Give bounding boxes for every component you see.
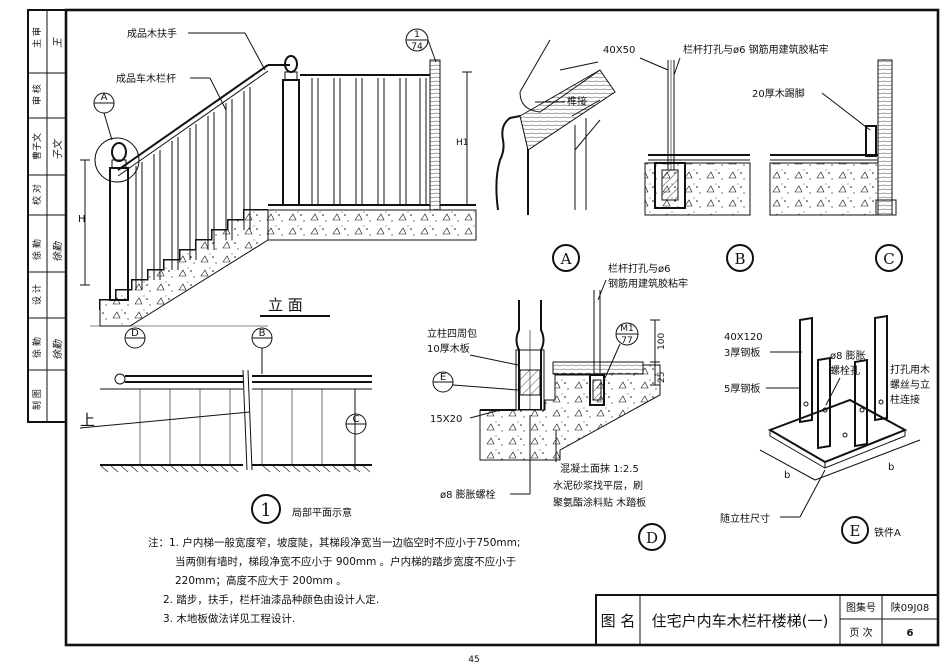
detail-e-plate-5mm: 5厚钢板	[724, 382, 760, 395]
label-baluster: 成品车木栏杆	[116, 72, 176, 85]
elevation-caption: 立 面	[268, 296, 303, 314]
plan-detail-ref-c: C	[353, 414, 360, 425]
strip-role-7: 徐 勤	[31, 337, 43, 358]
detail-a: 榫接 A	[495, 39, 616, 272]
elev-section-ref-num: 1	[414, 30, 420, 40]
plan-caption: 局部平面示意	[292, 506, 352, 519]
note-line-1: 注：1. 户内梯一般宽度窄，坡度陡，其梯段净宽当一边临空时不应小于750mm;	[148, 536, 520, 549]
note-line-2: 当两侧有墙时，梯段净宽不应小于 900mm 。户内梯的踏步宽度不应小于	[175, 555, 516, 568]
notes-block: 注：1. 户内梯一般宽度窄，坡度陡，其梯段净宽当一边临空时不应小于750mm; …	[148, 536, 520, 625]
detail-e-post-size: 随立柱尺寸	[720, 512, 770, 525]
detail-d-ref-m-num: M1	[620, 324, 634, 334]
title-block: 图 名 住宅户内车木栏杆楼梯(一) 图集号 陕09J08 页 次 6	[595, 594, 939, 646]
detail-d-note-top-1: 栏杆打孔与ø6	[608, 262, 670, 275]
stair-elevation: A D 1 74 H H1 成品木扶手 成品车木栏杆 立 面	[78, 27, 477, 349]
title-block-atlas-number: 陕09J08	[891, 601, 929, 614]
strip-role-6: 设 计	[31, 284, 43, 305]
detail-c-label: C	[883, 250, 894, 268]
detail-b: 40X50 栏杆打孔与ø6 钢筋用建筑胶粘牢 B	[603, 43, 829, 272]
detail-e: 40X120 3厚钢板 ø8 膨胀 螺栓孔 打孔用木 螺丝与立 柱连接 5厚钢板…	[720, 314, 930, 544]
sheet-border	[64, 8, 940, 647]
detail-d-ref-m-den: 77	[621, 336, 632, 346]
label-handrail: 成品木扶手	[127, 27, 177, 40]
strip-signature-1: 王	[53, 37, 64, 48]
elev-detail-ref-d: D	[131, 328, 139, 339]
detail-d-dim-25: 25	[657, 372, 667, 383]
detail-e-caption: 铁件A	[874, 526, 901, 539]
detail-d-label: D	[646, 529, 658, 547]
detail-d-bolt: ø8 膨胀螺栓	[440, 488, 496, 501]
strip-signature-7: 徐勤	[52, 339, 64, 360]
detail-e-bolt-2: 螺栓孔	[830, 364, 860, 377]
detail-e-plate-40x120: 40X120	[724, 332, 763, 343]
detail-d-post-note-1: 立柱四周包	[427, 327, 477, 340]
title-block-page-label: 页 次	[849, 626, 872, 639]
detail-c: 20厚木踢脚 C	[752, 59, 903, 272]
page-footer-number: 45	[468, 655, 479, 665]
detail-d-size-15x20: 15X20	[430, 414, 462, 425]
detail-b-size: 40X50	[603, 45, 635, 56]
strip-role-8: 制 图	[31, 389, 43, 410]
detail-d-note-top-2: 钢筋用建筑胶粘牢	[608, 277, 688, 290]
detail-b-label: B	[734, 250, 745, 268]
plan-caption-number: 1	[260, 500, 271, 521]
elev-detail-ref-a: A	[101, 92, 108, 103]
detail-a-label: A	[560, 250, 572, 268]
elev-height-h: H	[78, 214, 86, 225]
signature-strip: 主 审 王 审 核 曹子文 子文 校 对 徐 勤 徐勤 设 计 徐 勤 徐勤 制…	[27, 9, 67, 423]
strip-role-3: 曹子文	[31, 133, 43, 160]
detail-d-dim-100: 100	[657, 333, 667, 350]
detail-e-dim-b1: b	[784, 470, 790, 481]
strip-signature-3: 子文	[52, 138, 64, 160]
detail-e-plate-3mm: 3厚钢板	[724, 346, 760, 359]
detail-e-dim-b2: b	[888, 462, 894, 473]
detail-b-note: 栏杆打孔与ø6 钢筋用建筑胶粘牢	[683, 43, 829, 56]
strip-signature-5: 徐勤	[52, 241, 64, 262]
title-block-label: 图 名	[601, 612, 636, 630]
detail-c-note: 20厚木踢脚	[752, 87, 805, 100]
plan-up-label: 上	[80, 411, 95, 429]
note-line-5: 3. 木地板做法详见工程设计.	[163, 612, 295, 625]
detail-d-finish-1: 混凝土面抹 1:2.5	[560, 462, 639, 475]
detail-e-screw-3: 柱连接	[890, 393, 920, 406]
strip-role-2: 审 核	[31, 84, 43, 105]
strip-role-5: 徐 勤	[31, 239, 43, 260]
note-line-3: 220mm；高度不应大于 200mm 。	[175, 574, 347, 587]
elev-section-ref-den: 74	[411, 42, 423, 52]
detail-d-finish-3: 聚氨酯涂料贴 木踏板	[553, 496, 646, 509]
stair-plan: 上 B C 1 局部平面示意	[79, 327, 372, 524]
detail-d-ref-e: E	[440, 372, 446, 383]
strip-role-1: 主 审	[31, 27, 43, 48]
detail-d-finish-2: 水泥砂浆找平层，刷	[553, 479, 643, 492]
plan-detail-ref-b: B	[259, 328, 266, 339]
note-line-4: 2. 踏步，扶手，栏杆油漆品种颜色由设计人定.	[163, 593, 379, 606]
detail-e-bolt-1: ø8 膨胀	[830, 349, 866, 362]
detail-e-label: E	[850, 522, 861, 540]
detail-d: 立柱四周包 10厚木板 栏杆打孔与ø6 钢筋用建筑胶粘牢 M1 77 E 15X…	[427, 262, 688, 551]
title-block-drawing-title: 住宅户内车木栏杆楼梯(一)	[652, 612, 829, 630]
elev-height-h1: H1	[456, 138, 469, 148]
detail-d-post-note-2: 10厚木板	[427, 342, 470, 355]
title-block-atlas-label: 图集号	[846, 601, 876, 614]
detail-e-screw-1: 打孔用木	[890, 363, 930, 376]
detail-a-joint-label: 榫接	[567, 95, 587, 108]
title-block-page-number: 6	[907, 628, 914, 639]
detail-e-screw-2: 螺丝与立	[890, 378, 930, 391]
strip-role-4: 校 对	[31, 184, 43, 205]
